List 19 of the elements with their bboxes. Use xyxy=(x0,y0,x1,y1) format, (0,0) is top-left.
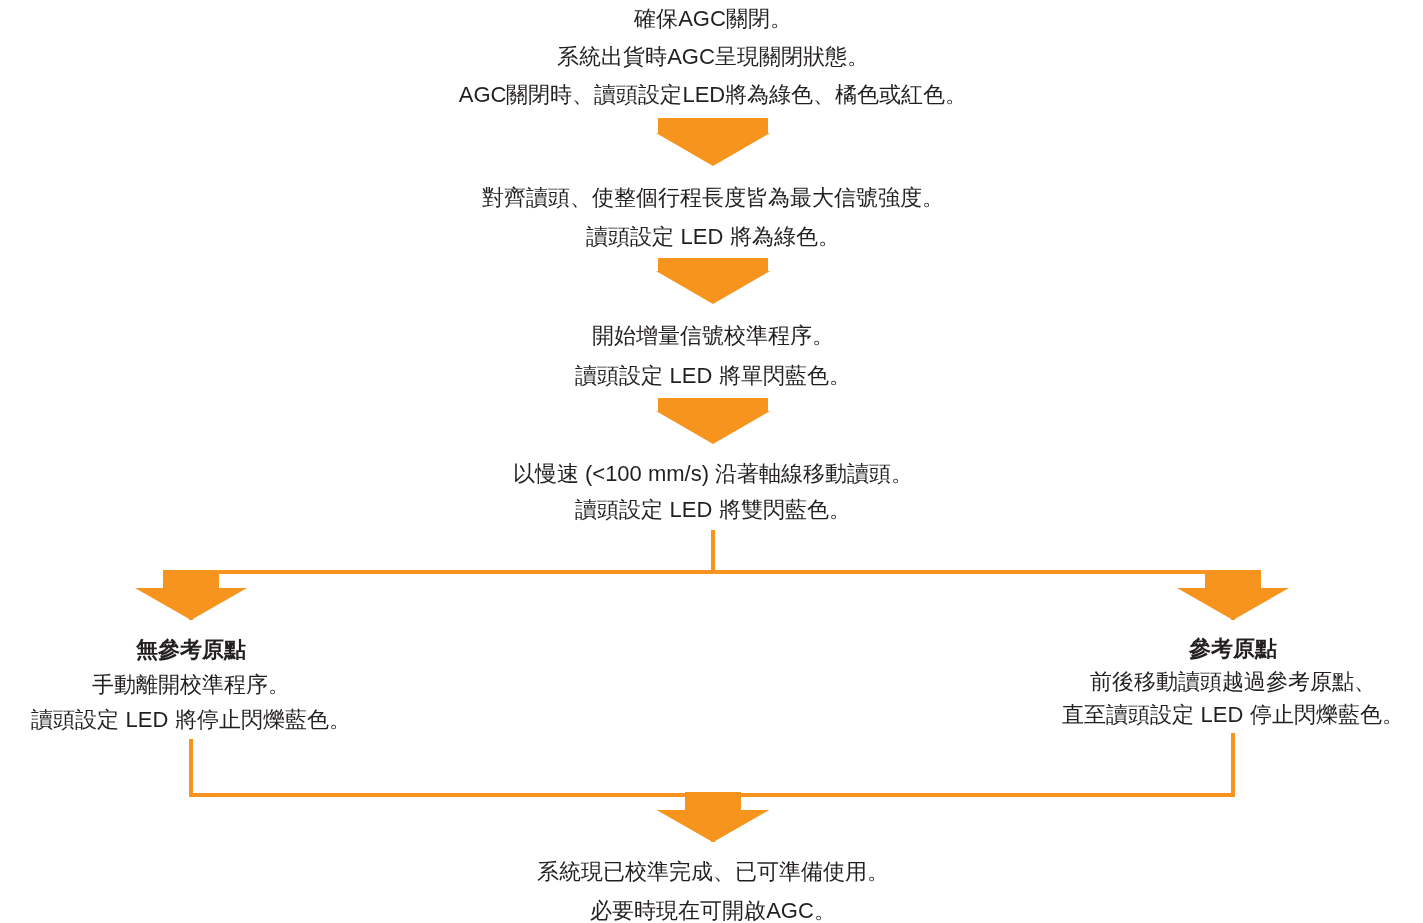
instruction-text: 讀頭設定 LED 將停止閃爍藍色。 xyxy=(31,706,351,734)
instruction-text: 系統出貨時AGC呈現關閉狀態。 xyxy=(556,43,870,71)
instruction-text: 對齊讀頭、使整個行程長度皆為最大信號強度。 xyxy=(482,184,944,212)
heading-text: 無參考原點 xyxy=(135,636,247,664)
instruction-text: 讀頭設定 LED 將雙閃藍色。 xyxy=(574,496,852,524)
heading-text: 參考原點 xyxy=(1188,635,1278,663)
instruction-text: 系統現已校準完成、已可準備使用。 xyxy=(537,858,889,886)
arrow xyxy=(656,118,770,166)
arrow xyxy=(656,398,770,444)
instruction-text: 必要時現在可開啟AGC。 xyxy=(589,897,837,923)
instruction-text: 確保AGC關閉。 xyxy=(633,5,793,33)
instruction-text: AGC關閉時、讀頭設定LED將為綠色、橘色或紅色。 xyxy=(458,81,968,109)
instruction-text: 開始增量信號校準程序。 xyxy=(591,322,835,350)
instruction-text: 以慢速 (<100 mm/s) 沿著軸線移動讀頭。 xyxy=(512,460,914,488)
instruction-text: 前後移動讀頭越過參考原點、直至讀頭設定 LED 停止閃爍藍色。 xyxy=(1061,668,1405,729)
instruction-text: 手動離開校準程序。 xyxy=(91,671,291,699)
instruction-text: 讀頭設定 LED 將單閃藍色。 xyxy=(575,362,851,390)
instruction-text: 讀頭設定 LED 將為綠色。 xyxy=(585,223,841,251)
arrow xyxy=(656,258,770,304)
